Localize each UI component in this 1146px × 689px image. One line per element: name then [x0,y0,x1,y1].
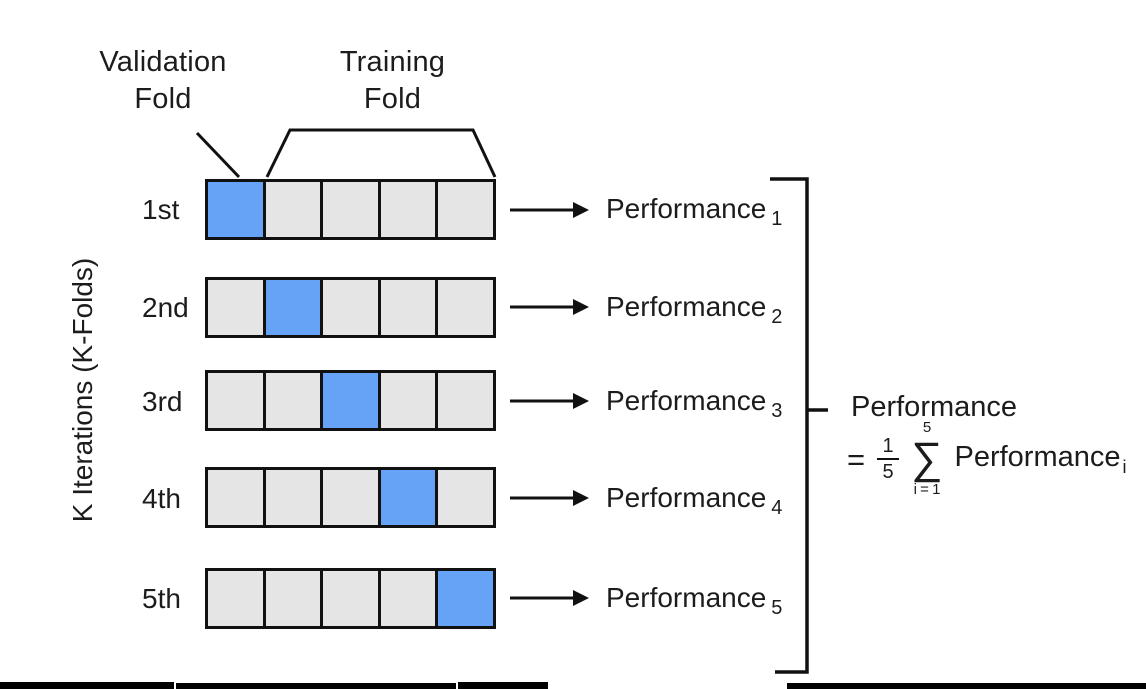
fold-cell [205,467,266,528]
fraction-bar [877,458,900,460]
fold-cell [435,467,496,528]
fold-cell [320,467,381,528]
performance-text: Performance [606,582,767,613]
fold-cell [205,179,266,240]
fold-cell [435,568,496,629]
fold-cell [320,370,381,431]
row-label-5th: 5th [142,583,181,614]
fraction-one-fifth: 1 5 [877,435,900,483]
row-label-2nd: 2nd [142,292,189,323]
performance-subscript: 2 [771,306,783,328]
fold-cell [262,370,324,431]
fraction-denominator: 5 [882,461,894,483]
fold-row-1 [205,179,496,240]
fold-cell [435,277,496,338]
fold-cell [262,568,324,629]
arrow-icon [510,299,589,315]
formula-lhs: Performance [851,391,1018,423]
fold-cell [377,568,439,629]
performance-subscript: 4 [771,497,783,519]
bottom-bar-segment [176,683,456,689]
training-fold-label: Training Fold [339,46,446,115]
k-iterations-axis-label: K Iterations (K-Folds) [67,257,98,523]
sum-upper-limit: 5 [922,419,931,436]
fold-cell [435,179,496,240]
performance-subscript: 3 [771,400,783,422]
fold-cell [262,277,324,338]
row-label-4th: 4th [142,483,181,514]
sigma-icon: ∑ [911,434,943,483]
fold-cell [377,467,439,528]
fold-cell [205,568,266,629]
term-subscript: i [1122,457,1127,477]
fold-cell [262,467,324,528]
performance-text: Performance [606,291,767,322]
fold-row-5 [205,568,496,629]
fold-cell [262,179,324,240]
arrow-icon [510,393,589,409]
arrow-icon [510,490,589,506]
performance-text: Performance [606,482,767,513]
sum-lower-limit: i = 1 [913,481,941,498]
equals-sign: = [847,441,866,477]
bottom-bar-segment [0,682,174,689]
performance-text: Performance [606,385,767,416]
summation-symbol: 5 ∑ i = 1 [911,420,942,498]
performance-text: Performance [606,193,767,224]
fold-cell [205,370,266,431]
validation-leader-line [195,131,241,179]
performance-subscript: 1 [771,208,783,230]
performance-subscript: 5 [771,597,783,619]
fold-row-3 [205,370,496,431]
bottom-bar-segment [787,683,1146,689]
validation-fold-label: Validation Fold [99,46,227,115]
row-label-3rd: 3rd [142,386,183,417]
fold-cell [377,277,439,338]
row-label-1st: 1st [142,194,180,225]
fold-cell [205,277,266,338]
fold-cell [435,370,496,431]
fold-row-2 [205,277,496,338]
fold-cell [320,179,381,240]
arrow-icon [510,590,589,606]
fold-cell [320,277,381,338]
bottom-bar-segment [458,682,548,689]
fold-cell [377,179,439,240]
term-text: Performance [954,441,1121,473]
training-brace [265,128,497,178]
arrow-icon [510,202,589,218]
fraction-numerator: 1 [882,435,894,457]
fold-cell [320,568,381,629]
fold-row-4 [205,467,496,528]
fold-cell [377,370,439,431]
aggregate-bracket [770,177,828,674]
